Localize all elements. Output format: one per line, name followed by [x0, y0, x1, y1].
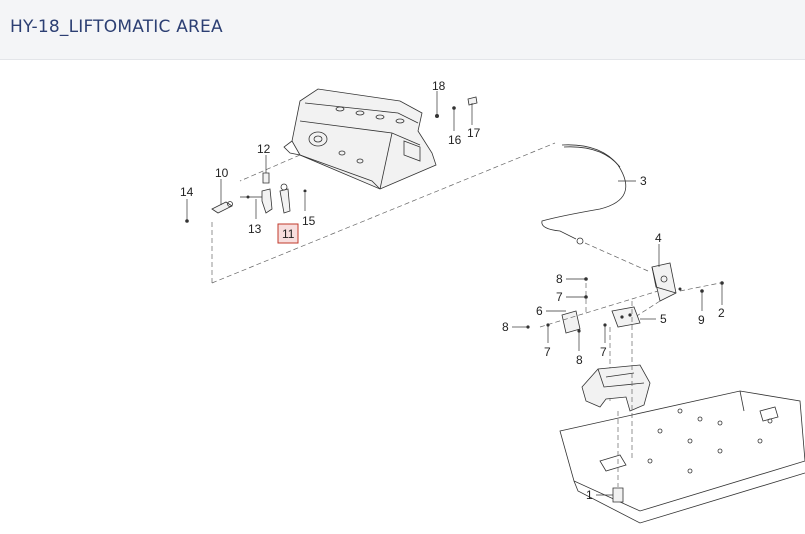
lower-brackets	[526, 277, 659, 401]
callout-4[interactable]: 4	[655, 231, 662, 245]
callout-10[interactable]: 10	[215, 166, 229, 180]
callout-3[interactable]: 3	[640, 174, 647, 188]
callout-8a[interactable]: 8	[556, 272, 563, 286]
support-block	[581, 301, 651, 461]
callout-11[interactable]: 11	[282, 227, 295, 241]
callout-14[interactable]: 14	[180, 185, 194, 199]
callout-13[interactable]: 13	[248, 222, 262, 236]
callout-18[interactable]: 18	[432, 79, 446, 93]
leader-lines	[186, 91, 723, 496]
transmission-housing	[283, 88, 437, 190]
callout-15[interactable]: 15	[302, 214, 316, 228]
callout-2[interactable]: 2	[718, 306, 725, 320]
callout-5[interactable]: 5	[660, 312, 667, 326]
callout-9[interactable]: 9	[698, 313, 705, 327]
callout-8b[interactable]: 8	[502, 320, 509, 334]
callout-7c[interactable]: 7	[600, 345, 607, 359]
assembly-line-upper	[211, 142, 556, 284]
control-cable	[541, 144, 649, 272]
page-header: HY-18_LIFTOMATIC AREA	[0, 0, 805, 60]
linkage-upper	[185, 172, 307, 223]
callout-12[interactable]: 12	[257, 142, 271, 156]
callout-6[interactable]: 6	[536, 304, 543, 318]
callout-8c[interactable]: 8	[576, 353, 583, 367]
bracket-assembly	[631, 262, 682, 320]
bolt-bottom	[612, 411, 624, 503]
callout-17[interactable]: 17	[467, 126, 481, 140]
fasteners-top	[435, 96, 478, 118]
callout-7a[interactable]: 7	[556, 290, 563, 304]
floor-plate	[559, 390, 805, 524]
callout-16[interactable]: 16	[448, 133, 462, 147]
highlight-box-11	[277, 223, 299, 244]
callout-1[interactable]: 1	[586, 488, 593, 502]
callout-7b[interactable]: 7	[544, 345, 551, 359]
parts-diagram: 18 16 17 12 10 14 13 11 15 3 4 8 7 6 8 7…	[0, 61, 805, 529]
page-title: HY-18_LIFTOMATIC AREA	[10, 17, 223, 37]
